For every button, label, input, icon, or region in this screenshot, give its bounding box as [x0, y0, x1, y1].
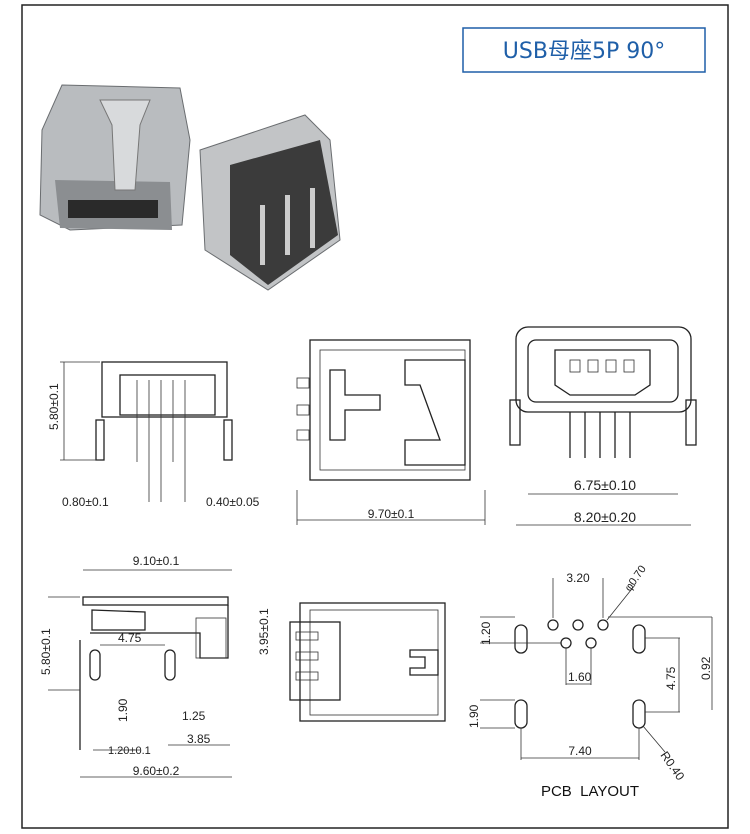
- pcb-layout-label: PCB LAYOUT: [541, 783, 639, 800]
- profile-peg-spacing-dim: 4.75: [118, 631, 142, 645]
- front-inner-width-dim: 6.75±0.10: [574, 477, 636, 493]
- side-view-drawing: [60, 361, 233, 502]
- profile-offset-dim: 1.20±0.1: [108, 745, 151, 757]
- pcb-layout-drawing: [480, 578, 713, 760]
- profile-view-drawing: [48, 569, 232, 778]
- pcb-pin-span-dim: 3.20: [566, 571, 590, 585]
- profile-total-length-dim: 9.60±0.2: [133, 764, 180, 778]
- front-view-drawing: [509, 326, 697, 526]
- sheet-frame: [21, 4, 729, 829]
- side-pitch-dim: 0.80±0.1: [62, 495, 109, 509]
- product-title: USB母座5P 90°: [503, 39, 665, 64]
- side-height-dim: 5.80±0.1: [47, 383, 61, 430]
- profile-rear-offset-dim: 3.85: [187, 732, 211, 746]
- pcb-slot-radius-dim: R0.40: [658, 749, 688, 784]
- profile-peg-width-dim: 1.25: [182, 709, 206, 723]
- profile-height-dim: 5.80±0.1: [39, 628, 53, 675]
- product-photo: [39, 84, 341, 291]
- pcb-slot-height-dim: 1.90: [467, 704, 481, 728]
- pcb-hole-dia-dim: φ0.70: [623, 563, 649, 593]
- title-box: [462, 27, 706, 73]
- side-pin-width-dim: 0.40±0.05: [206, 495, 260, 509]
- profile-top-length-dim: 9.10±0.1: [133, 554, 180, 568]
- profile-peg-height-dim: 1.90: [116, 698, 130, 722]
- top-view-drawing: [296, 339, 486, 525]
- pcb-offset-dim: 0.92: [699, 656, 713, 680]
- bottom-view-drawing: [289, 602, 446, 722]
- top-length-dim: 9.70±0.1: [368, 507, 415, 521]
- pcb-pad-spacing-dim: 4.75: [664, 666, 678, 690]
- profile-body-height-dim: 3.95±0.1: [257, 608, 271, 655]
- pcb-slot-spacing-dim: 7.40: [568, 744, 592, 758]
- pcb-pin-pitch-dim: 1.60: [568, 670, 592, 684]
- front-outer-width-dim: 8.20±0.20: [574, 509, 636, 525]
- pcb-row-gap-dim: 1.20: [479, 621, 493, 645]
